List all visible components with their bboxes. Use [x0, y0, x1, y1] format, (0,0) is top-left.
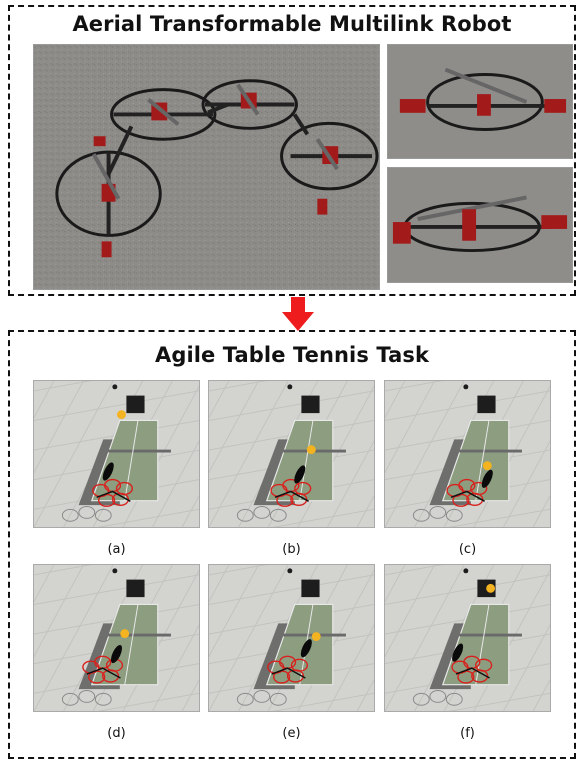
robot-trajectory-ghost	[412, 505, 463, 522]
table-tennis-panel: Agile Table Tennis Task	[8, 330, 576, 759]
camera-marker	[463, 568, 469, 574]
racket	[102, 462, 114, 481]
robot	[270, 478, 312, 507]
robot	[82, 655, 124, 684]
table-center-line	[124, 420, 139, 501]
ping-pong-table	[265, 419, 334, 502]
camera-marker	[112, 568, 118, 574]
robot-trajectory-ghost	[61, 689, 112, 706]
simulation-scene	[385, 381, 550, 527]
ball-launcher	[301, 579, 320, 598]
racket	[481, 469, 493, 488]
racket	[452, 643, 464, 662]
ball-launcher	[126, 395, 145, 414]
simulation-frame-1	[33, 380, 200, 528]
simulation-scene	[209, 565, 374, 711]
ball-launcher	[477, 395, 496, 414]
down-arrow-icon	[282, 297, 314, 331]
table-center-line	[124, 604, 139, 685]
ping-pong-ball	[486, 583, 496, 593]
simulation-scene	[209, 381, 374, 527]
robot-photo-side-top	[387, 44, 573, 159]
ball-launcher	[126, 579, 145, 598]
simulation-scene	[34, 565, 199, 711]
table-center-line	[475, 420, 490, 501]
robot-trajectory-ghost	[61, 505, 112, 522]
ping-pong-ball	[311, 632, 321, 641]
frame-label: (a)	[107, 542, 126, 557]
ping-pong-ball	[306, 445, 316, 455]
robot-photo-main	[33, 44, 380, 290]
robot-trajectory-ghost	[236, 689, 287, 706]
table-tennis-panel-title: Agile Table Tennis Task	[154, 343, 430, 367]
racket	[300, 639, 312, 658]
frame-label: (b)	[282, 542, 301, 557]
robot	[267, 655, 308, 684]
camera-marker	[463, 384, 469, 390]
ping-pong-ball	[120, 629, 130, 639]
robot-trajectory-ghost	[412, 689, 463, 706]
frame-label: (d)	[107, 726, 126, 741]
ping-pong-table	[441, 419, 510, 502]
robot	[451, 655, 493, 684]
ball-launcher	[301, 395, 320, 414]
robot-panel-title: Aerial Transformable Multilink Robot	[72, 12, 512, 36]
frame-label: (e)	[282, 726, 301, 741]
robot-trajectory-ghost	[236, 505, 287, 522]
ping-pong-ball	[482, 461, 492, 471]
ping-pong-table	[441, 603, 510, 686]
ping-pong-ball	[117, 410, 126, 420]
robot	[92, 478, 133, 507]
simulation-frame-5	[208, 564, 375, 712]
simulation-scene	[385, 565, 550, 711]
racket	[294, 465, 306, 484]
table-center-line	[299, 420, 314, 501]
simulation-frame-4	[33, 564, 200, 712]
simulation-frame-2	[208, 380, 375, 528]
frame-label: (c)	[458, 542, 477, 557]
robot-photo-panel: Aerial Transformable Multilink Robot	[8, 5, 576, 296]
camera-marker	[287, 384, 293, 390]
robot	[446, 478, 488, 507]
camera-marker	[287, 568, 293, 574]
camera-marker	[112, 384, 118, 390]
simulation-frame-3	[384, 380, 551, 528]
racket	[110, 644, 123, 664]
frame-label: (f)	[460, 726, 475, 741]
simulation-frame-6	[384, 564, 551, 712]
robot-photo-side-bottom	[387, 167, 573, 283]
ping-pong-table	[90, 603, 159, 686]
simulation-scene	[34, 381, 199, 527]
